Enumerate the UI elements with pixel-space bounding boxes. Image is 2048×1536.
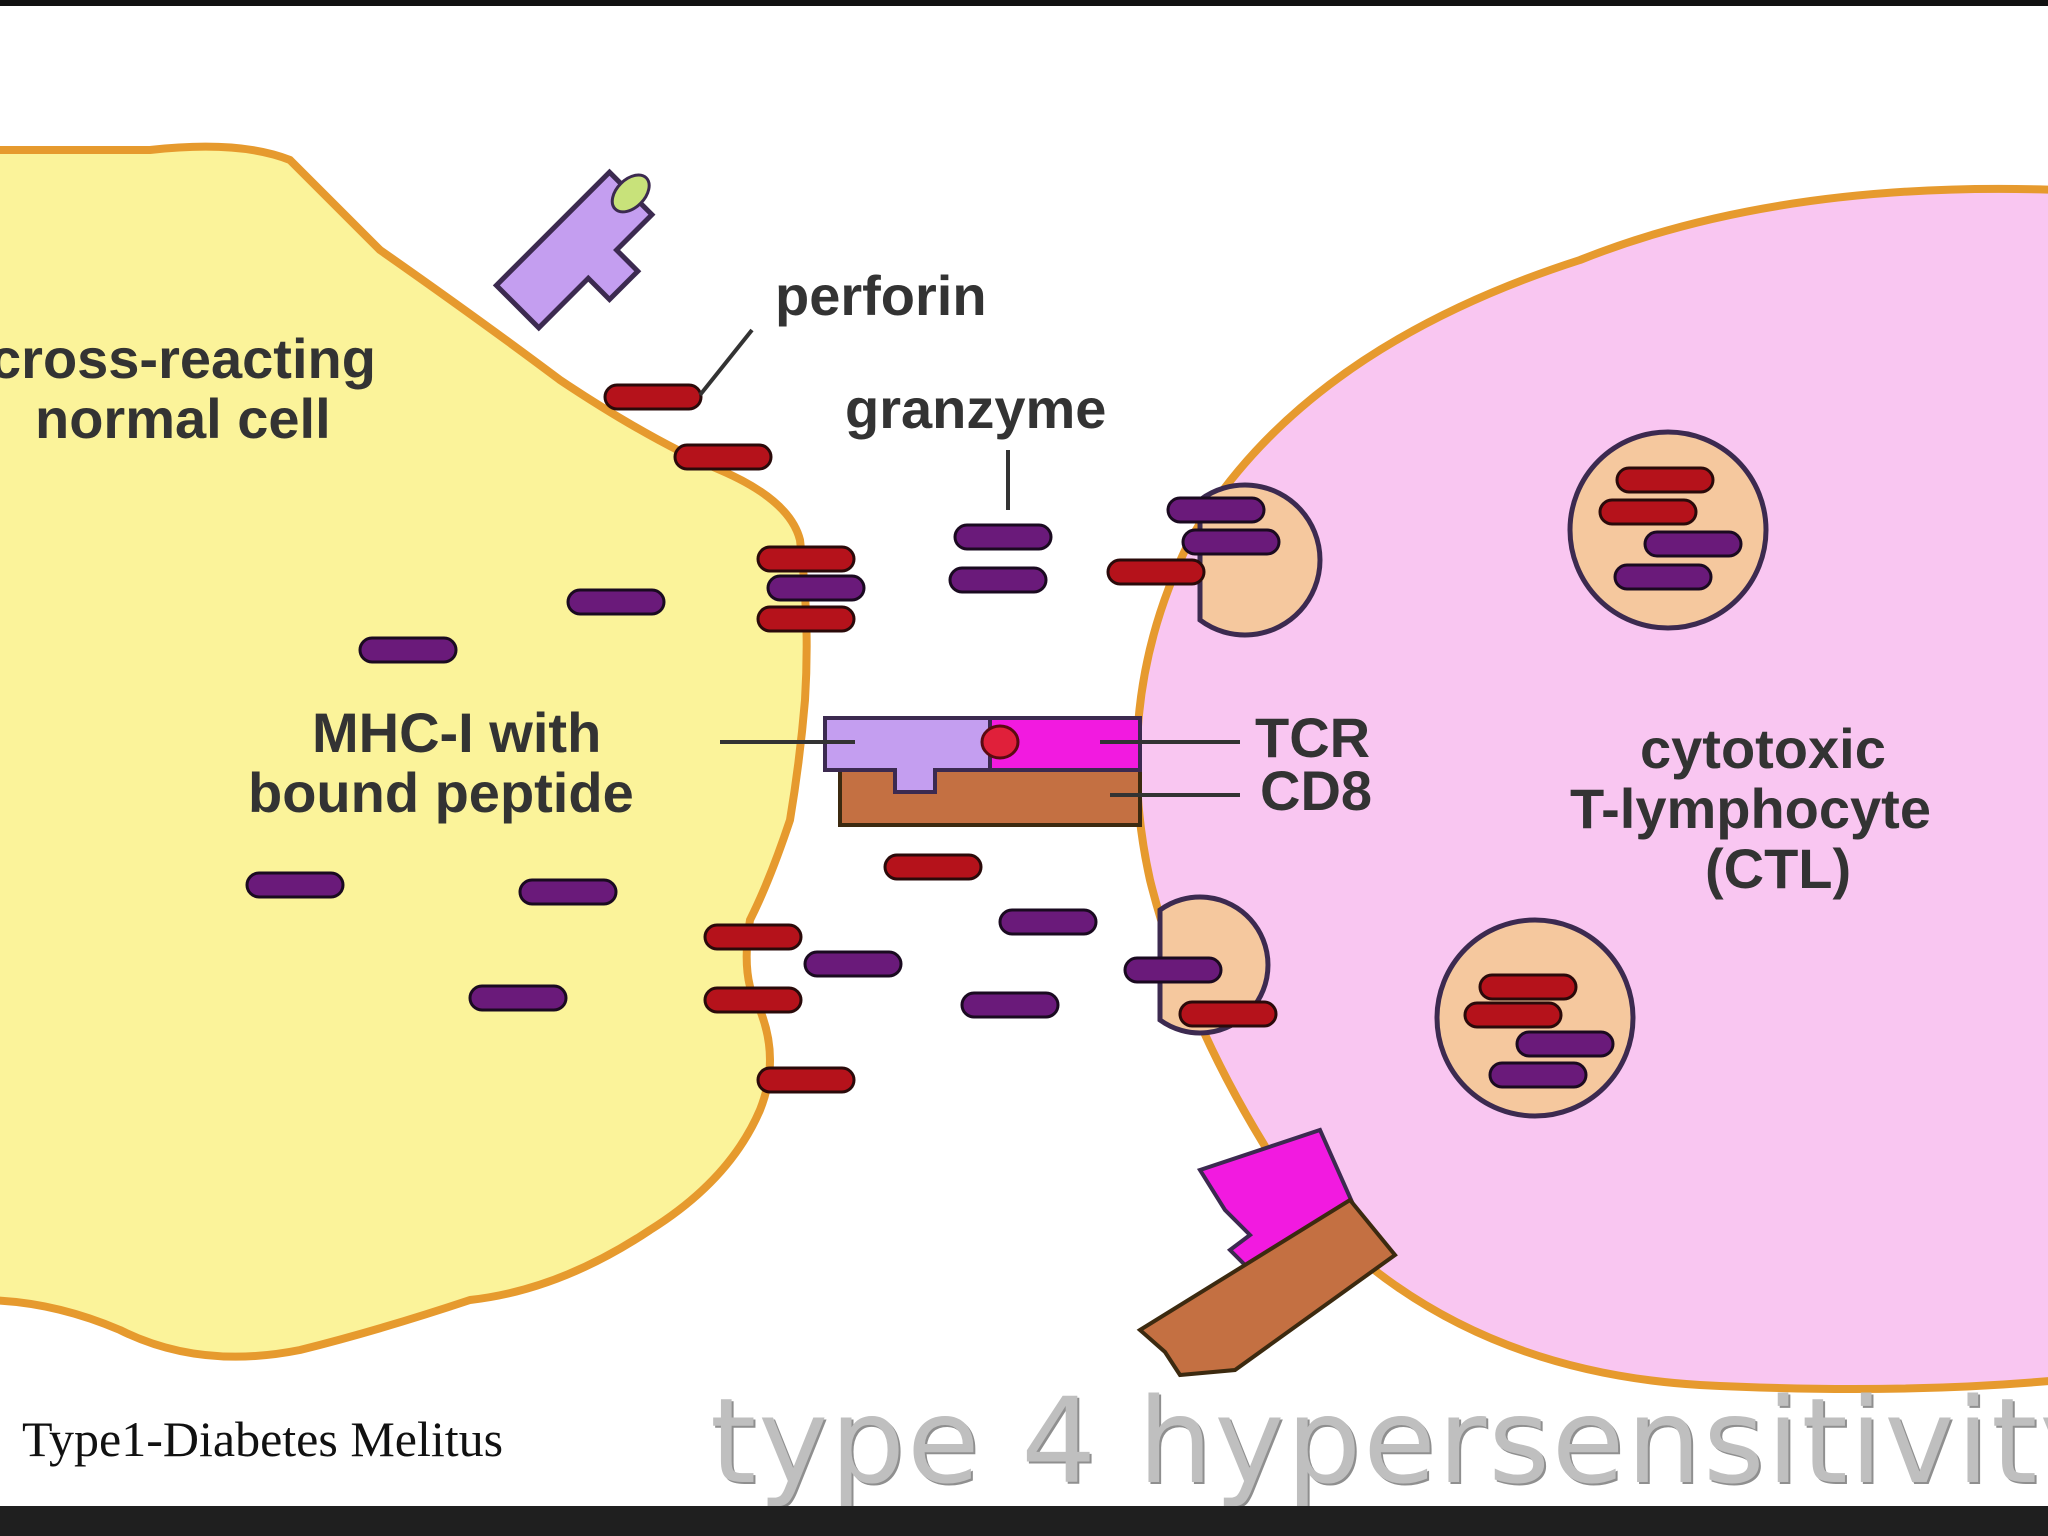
leader-lines xyxy=(698,328,1240,797)
immune-synapse xyxy=(823,716,1142,827)
perforin-rods xyxy=(603,383,1715,1094)
cross-cell-label-line1: cross-reacting xyxy=(0,327,376,390)
watermark-caption: type 4 hypersensitivity xyxy=(710,1372,2048,1510)
perforin-rod xyxy=(1478,973,1578,1001)
cd8-label: CD8 xyxy=(1260,759,1372,822)
ctl-label-line2: T-lymphocyte xyxy=(1570,777,1931,840)
perforin-rod xyxy=(703,923,803,951)
granzyme-rod xyxy=(245,871,345,899)
granzyme-rod xyxy=(1488,1061,1588,1089)
cross-cell-label-line2: normal cell xyxy=(35,387,331,450)
perforin-rod xyxy=(603,383,703,411)
normal-cell xyxy=(0,142,811,1361)
perforin-rod xyxy=(756,545,856,573)
granzyme-rods xyxy=(245,496,1743,1089)
perforin-rod xyxy=(1106,558,1206,586)
granzyme-rod xyxy=(948,566,1048,594)
perforin-rod xyxy=(756,605,856,633)
granzyme-rod xyxy=(953,523,1053,551)
granzyme-rod xyxy=(1166,496,1266,524)
slide-footer-caption: Type1-Diabetes Melitus xyxy=(22,1411,504,1467)
granzyme-rod xyxy=(1123,956,1223,984)
perforin-rod xyxy=(673,443,773,471)
granzyme-rod xyxy=(566,588,666,616)
granzyme-rod xyxy=(1515,1030,1615,1058)
granzyme-rod xyxy=(803,950,903,978)
granzyme-rod xyxy=(998,908,1098,936)
granzyme-rod xyxy=(1643,530,1743,558)
ctl-cell xyxy=(1132,184,2048,1393)
mhc-label-line2: bound peptide xyxy=(248,761,634,824)
granzyme-rod xyxy=(468,984,568,1012)
granzyme-rod xyxy=(766,574,866,602)
perforin-rod xyxy=(703,986,803,1014)
detached-tcr-cd8-icon xyxy=(1136,1127,1398,1378)
granzyme-rod xyxy=(960,991,1060,1019)
granzyme-rod xyxy=(358,636,458,664)
perforin-rod xyxy=(1615,466,1715,494)
granzyme-label: granzyme xyxy=(845,377,1106,440)
granzyme-rod xyxy=(1613,563,1713,591)
ctl-label-line3: (CTL) xyxy=(1705,837,1851,900)
released-mhc-icon xyxy=(492,168,656,332)
perforin-leader xyxy=(698,328,754,397)
granule-right-upper xyxy=(1567,429,1769,631)
perforin-rod xyxy=(756,1066,856,1094)
tcr-label: TCR xyxy=(1255,706,1370,769)
perforin-rod xyxy=(1598,498,1698,526)
perforin-rod xyxy=(1463,1001,1563,1029)
perforin-rod xyxy=(1178,1000,1278,1028)
bottom-border xyxy=(0,1506,2048,1536)
granzyme-rod xyxy=(518,878,618,906)
perforin-rod xyxy=(883,853,983,881)
top-border xyxy=(0,0,2048,6)
cd8-bar xyxy=(838,768,1142,827)
granzyme-rod xyxy=(1181,528,1281,556)
perforin-label: perforin xyxy=(775,264,987,327)
ctl-label-line1: cytotoxic xyxy=(1640,717,1886,780)
mhc-label-line1: MHC-I with xyxy=(312,701,601,764)
bound-peptide xyxy=(980,724,1020,760)
